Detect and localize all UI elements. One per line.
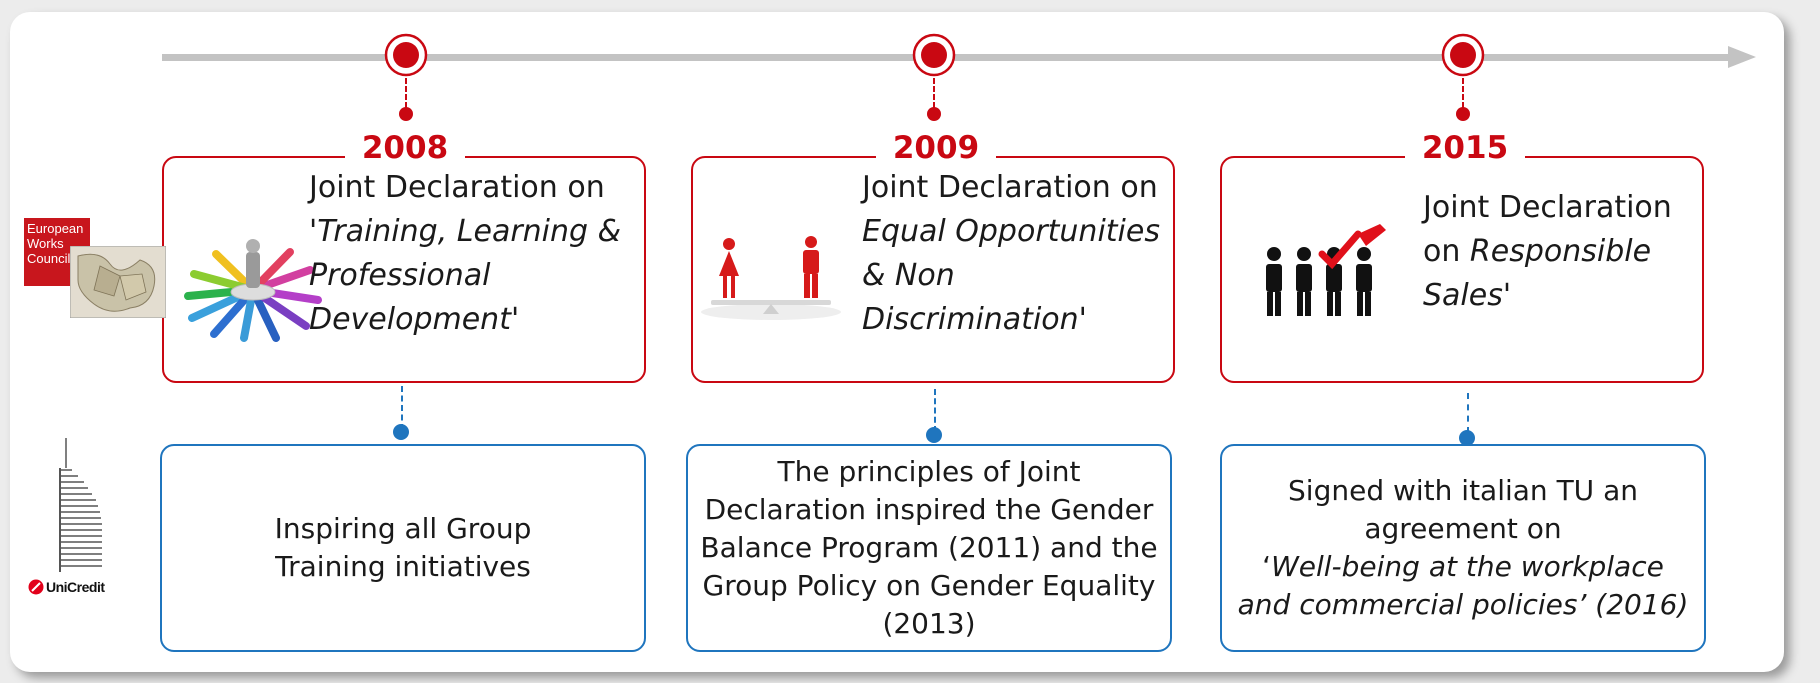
declaration-prefix-2009: Joint Declaration on (862, 170, 1158, 205)
unicredit-symbol-icon (28, 579, 44, 595)
connector-dot-2008 (399, 107, 413, 121)
connector-2015 (1462, 78, 1464, 108)
timeline-marker-2009 (912, 33, 956, 77)
outcome-line-2015-a: Signed with italian TU an agreement on (1288, 474, 1638, 545)
connector-dot-2009 (927, 107, 941, 121)
ewc-label-council: Council (27, 251, 71, 266)
year-label-2015: 2015 (1405, 128, 1525, 168)
year-label-2008: 2008 (345, 128, 465, 168)
outcome-title-2015: Well-being at the workplace and commerci… (1237, 550, 1664, 621)
connector-2009 (933, 78, 935, 108)
ewc-label-works: Works (27, 236, 64, 251)
declaration-title-2015: Responsible Sales' (1423, 234, 1652, 313)
outcome-connector-2009 (934, 389, 936, 432)
european-works-council-logo: European Works Council (24, 218, 166, 318)
unicredit-tower-icon (59, 438, 102, 572)
outcome-tail-2015: ’ (2016) (1577, 588, 1689, 621)
outcome-quote-open-2015: ‘ (1262, 550, 1272, 583)
europe-map-icon (70, 246, 166, 318)
unicredit-wordmark: UniCredit (28, 578, 136, 596)
declaration-title-2008: 'Training, Learning & Professional Devel… (309, 214, 621, 337)
outcome-connector-dot-2008 (393, 424, 409, 440)
timeline-marker-2015 (1441, 33, 1485, 77)
unicredit-logo: UniCredit (24, 438, 136, 598)
connector-2008 (405, 78, 407, 108)
outcome-box-2015: Signed with italian TU an agreement on ‘… (1220, 444, 1706, 652)
outcome-connector-dot-2009 (926, 427, 942, 443)
connector-dot-2015 (1456, 107, 1470, 121)
declaration-box-2008: Joint Declaration on 'Training, Learning… (162, 156, 646, 383)
people-checkmark-icon (1266, 224, 1386, 316)
outcome-connector-dot-2015 (1459, 430, 1475, 446)
ewc-label-european: European (27, 221, 84, 236)
arrows-hub-icon (184, 239, 322, 342)
declaration-prefix-2008: Joint Declaration on (309, 170, 605, 205)
declaration-prefix-2015: Joint Declaration on (1423, 190, 1672, 269)
outcome-box-2008: Inspiring all Group Training initiatives (160, 444, 646, 652)
outcome-text-2015: Signed with italian TU an agreement on ‘… (1233, 472, 1693, 624)
declaration-box-2009: Joint Declaration on Equal Opportunities… (691, 156, 1175, 383)
ewc-logo-text: European Works Council (27, 221, 91, 266)
outcome-text-2009: The principles of Joint Declaration insp… (700, 455, 1158, 640)
unicredit-label: UniCredit (46, 579, 105, 595)
declaration-box-2015: Joint Declaration on Responsible Sales' (1220, 156, 1704, 383)
timeline-arrow-icon (1728, 46, 1756, 68)
declaration-text-2015: Joint Declaration on Responsible Sales' (1423, 186, 1693, 318)
outcome-connector-2015 (1467, 393, 1469, 433)
outcome-box-2009: The principles of Joint Declaration insp… (686, 444, 1172, 652)
outcome-text-2008: Inspiring all Group Training initiatives (274, 512, 532, 583)
declaration-title-2009: Equal Opportunities & Non Discrimination… (862, 214, 1160, 337)
outcome-connector-2008 (401, 386, 403, 430)
declaration-text-2009: Joint Declaration on Equal Opportunities… (862, 166, 1172, 342)
timeline-marker-2008 (384, 33, 428, 77)
gender-balance-icon (701, 236, 841, 320)
year-label-2009: 2009 (876, 128, 996, 168)
declaration-text-2008: Joint Declaration on 'Training, Learning… (309, 166, 639, 342)
